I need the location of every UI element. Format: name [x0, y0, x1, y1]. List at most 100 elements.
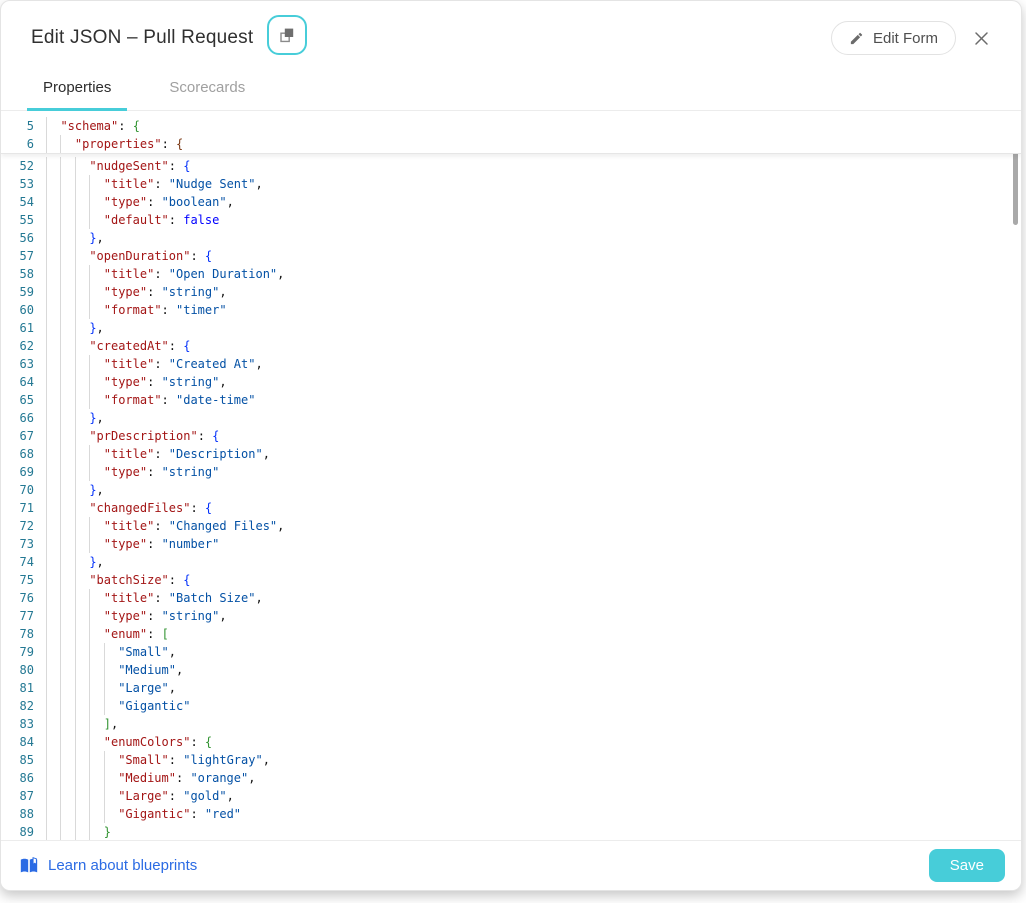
line-number: 58	[19, 267, 34, 281]
indent-guide	[74, 175, 89, 193]
dialog-footer: Learn about blueprints Save	[1, 840, 1021, 890]
indent-guide	[46, 337, 60, 355]
indent-guide	[74, 553, 89, 571]
learn-blueprints-link[interactable]: Learn about blueprints	[19, 856, 198, 875]
indent-guide	[60, 499, 74, 517]
indent-guide	[89, 355, 103, 373]
tab-properties[interactable]: Properties	[27, 69, 128, 111]
indent-guide	[74, 643, 89, 661]
indent-guide	[60, 445, 74, 463]
indent-guide	[74, 697, 89, 715]
tab-scorecards[interactable]: Scorecards	[169, 79, 246, 96]
line-number: 6	[26, 137, 34, 151]
indent-guide	[46, 175, 60, 193]
indent-guide	[74, 679, 89, 697]
line-number: 89	[19, 825, 34, 839]
pencil-icon	[849, 31, 864, 46]
indent-guide	[46, 211, 60, 229]
indent-guide	[46, 409, 60, 427]
indent-guide	[46, 265, 60, 283]
indent-guide	[46, 571, 60, 589]
indent-guide	[74, 373, 89, 391]
code-line: 78 "enum": [	[1, 625, 1021, 643]
indent-guide	[74, 805, 89, 823]
code-line: 85 "Small": "lightGray",	[1, 751, 1021, 769]
indent-guide	[74, 751, 89, 769]
indent-guide	[89, 373, 103, 391]
indent-guide	[89, 517, 103, 535]
indent-guide	[46, 715, 60, 733]
edit-form-button[interactable]: Edit Form	[830, 21, 956, 55]
indent-guide	[46, 135, 60, 153]
indent-guide	[89, 823, 103, 841]
code-line: 80 "Medium",	[1, 661, 1021, 679]
code-line: 63 "title": "Created At",	[1, 355, 1021, 373]
code-line: 67 "prDescription": {	[1, 427, 1021, 445]
indent-guide	[46, 355, 60, 373]
code-line: 76 "title": "Batch Size",	[1, 589, 1021, 607]
line-number: 77	[19, 609, 34, 623]
indent-guide	[89, 589, 103, 607]
indent-guide	[46, 589, 60, 607]
line-number: 61	[19, 321, 34, 335]
code-line: 89 }	[1, 823, 1021, 841]
line-number: 72	[19, 519, 34, 533]
learn-blueprints-label: Learn about blueprints	[48, 857, 198, 874]
indent-guide	[60, 373, 74, 391]
indent-guide	[60, 265, 74, 283]
code-line: 55 "default": false	[1, 211, 1021, 229]
indent-guide	[89, 445, 103, 463]
indent-guide	[103, 643, 118, 661]
indent-guide	[46, 679, 60, 697]
indent-guide	[60, 571, 74, 589]
code-lines: 52 "nudgeSent": {53 "title": "Nudge Sent…	[1, 154, 1021, 841]
indent-guide	[74, 661, 89, 679]
indent-guide	[60, 733, 74, 751]
indent-guide	[89, 535, 103, 553]
indent-guide	[74, 229, 89, 247]
indent-guide	[60, 211, 74, 229]
code-line: 70 },	[1, 481, 1021, 499]
close-icon	[972, 29, 991, 48]
code-line: 54 "type": "boolean",	[1, 193, 1021, 211]
indent-guide	[74, 319, 89, 337]
indent-guide	[103, 697, 118, 715]
indent-guide	[74, 715, 89, 733]
indent-guide	[74, 247, 89, 265]
line-number: 79	[19, 645, 34, 659]
indent-guide	[60, 643, 74, 661]
indent-guide	[103, 751, 118, 769]
close-button[interactable]	[970, 27, 993, 50]
code-line: 74 },	[1, 553, 1021, 571]
line-number: 57	[19, 249, 34, 263]
editor-scrollbar[interactable]	[1013, 113, 1018, 225]
json-code-editor[interactable]: 5 "schema": {6 "properties": { 52 "nudge…	[1, 111, 1021, 849]
indent-guide	[74, 265, 89, 283]
code-line: 59 "type": "string",	[1, 283, 1021, 301]
indent-guide	[46, 733, 60, 751]
indent-guide	[74, 499, 89, 517]
line-number: 78	[19, 627, 34, 641]
code-line: 82 "Gigantic"	[1, 697, 1021, 715]
copy-button[interactable]	[267, 15, 308, 55]
indent-guide	[46, 193, 60, 211]
indent-guide	[60, 481, 74, 499]
copy-icon	[278, 26, 297, 45]
indent-guide	[89, 175, 103, 193]
code-line: 68 "title": "Description",	[1, 445, 1021, 463]
book-icon	[19, 856, 39, 875]
code-line: 77 "type": "string",	[1, 607, 1021, 625]
indent-guide	[46, 517, 60, 535]
line-number: 69	[19, 465, 34, 479]
indent-guide	[60, 409, 74, 427]
indent-guide	[60, 589, 74, 607]
line-number: 55	[19, 213, 34, 227]
indent-guide	[46, 697, 60, 715]
indent-guide	[89, 211, 103, 229]
code-line: 75 "batchSize": {	[1, 571, 1021, 589]
line-number: 84	[19, 735, 34, 749]
line-number: 83	[19, 717, 34, 731]
save-button[interactable]: Save	[928, 849, 1005, 882]
indent-guide	[60, 283, 74, 301]
